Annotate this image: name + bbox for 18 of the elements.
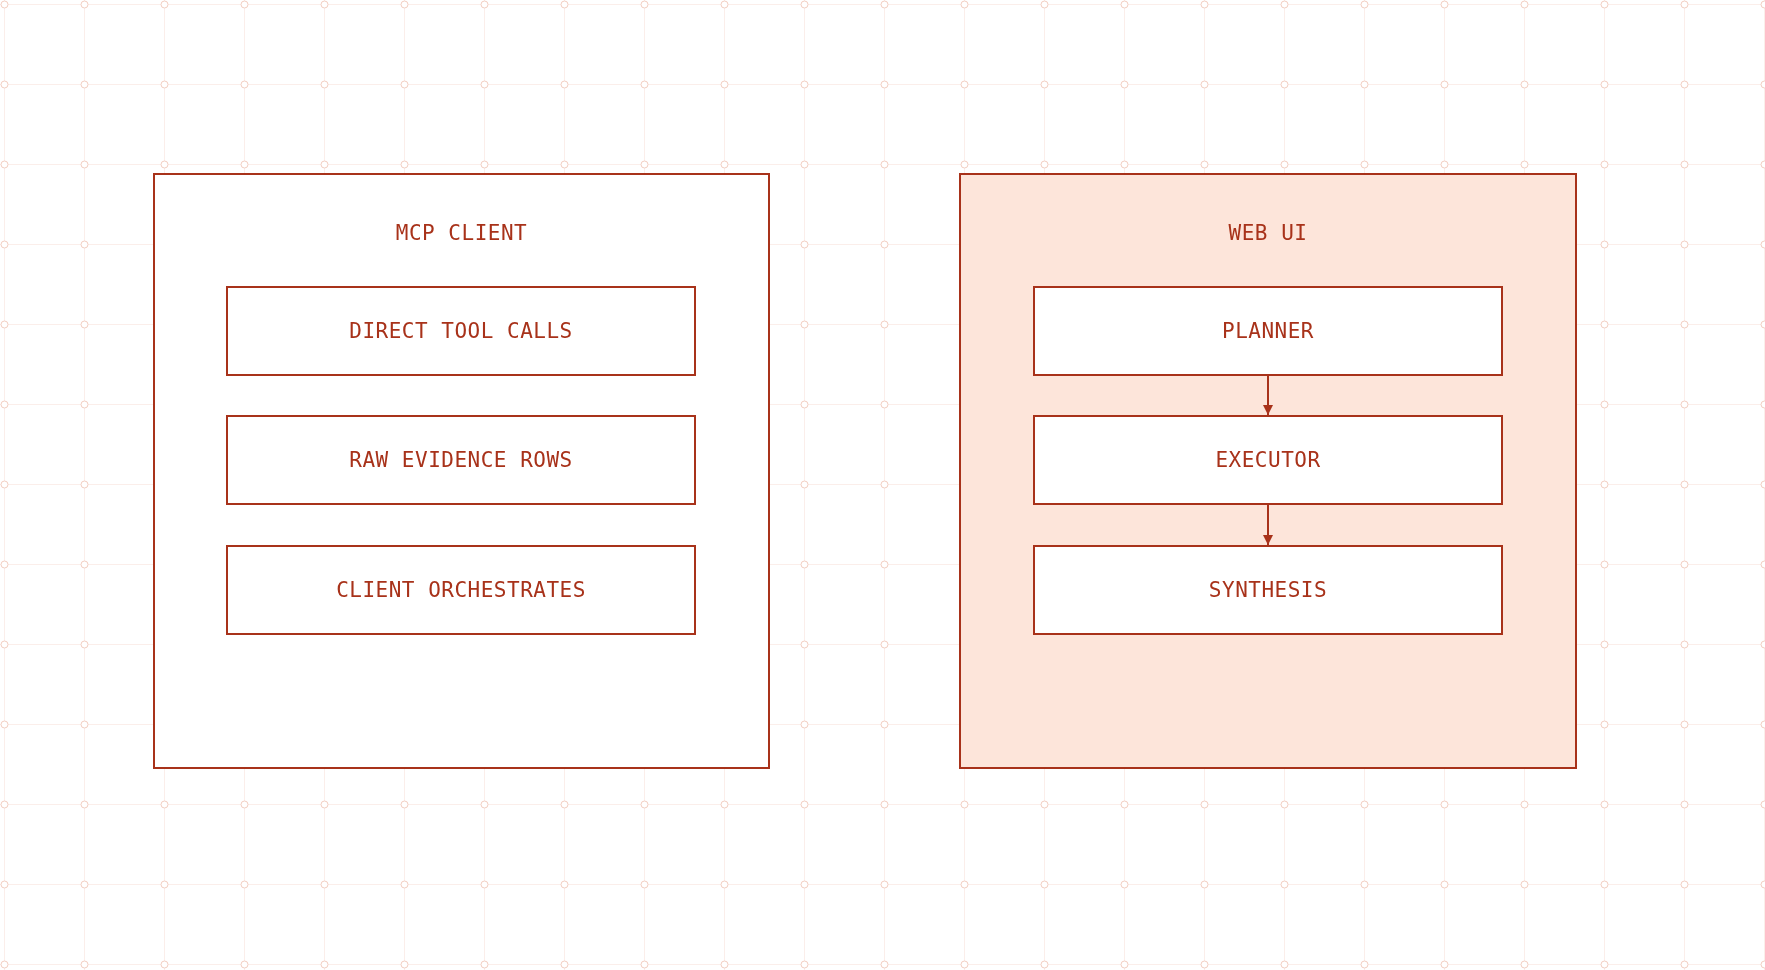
group-panel <box>959 173 1577 769</box>
panel-heading: MCP CLIENT <box>394 221 529 245</box>
process-box <box>1033 286 1503 376</box>
process-box <box>226 286 696 376</box>
arrow <box>1263 375 1273 416</box>
box-label: CLIENT ORCHESTRATES <box>336 578 586 602</box>
box-label: EXECUTOR <box>1215 448 1321 472</box>
process-box <box>226 545 696 635</box>
process-box <box>226 415 696 505</box>
process-box <box>1033 545 1503 635</box>
group-panel <box>153 173 770 769</box>
box-label: SYNTHESIS <box>1208 578 1328 602</box>
box-label: RAW EVIDENCE ROWS <box>349 448 573 472</box>
arrow <box>1263 504 1273 546</box>
box-label: DIRECT TOOL CALLS <box>349 319 573 343</box>
panel-heading: WEB UI <box>1227 221 1309 245</box>
process-box <box>1033 415 1503 505</box>
box-label: PLANNER <box>1222 319 1314 343</box>
